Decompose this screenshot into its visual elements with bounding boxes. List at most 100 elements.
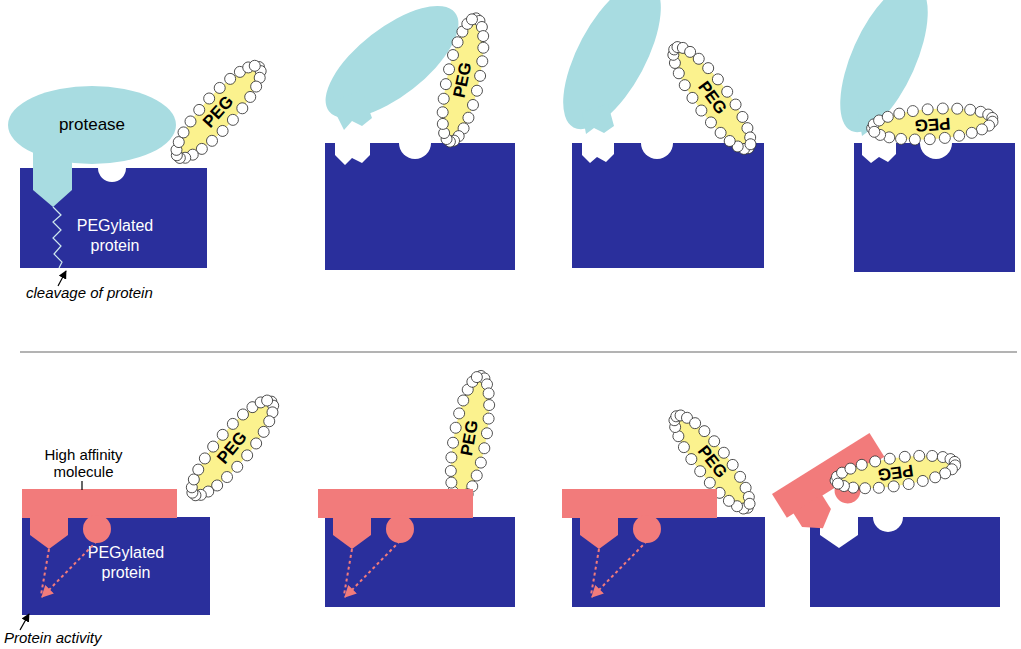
hydration-bead bbox=[831, 477, 843, 489]
protein-label: PEGylated protein bbox=[70, 216, 160, 256]
protease-tooth bbox=[33, 150, 72, 207]
hydration-bead bbox=[465, 13, 478, 26]
hydration-bead bbox=[474, 69, 487, 82]
hydration-bead bbox=[908, 134, 920, 146]
peg-core bbox=[664, 407, 759, 517]
binding-pocket bbox=[641, 127, 673, 159]
protein-label: PEGylated protein bbox=[80, 543, 172, 583]
binding-pocket bbox=[98, 168, 126, 182]
peg-chain: PEG bbox=[653, 29, 771, 168]
hydration-bead bbox=[712, 485, 727, 500]
hydration-bead bbox=[466, 98, 479, 111]
hydration-bead bbox=[701, 60, 716, 75]
hydration-bead bbox=[881, 111, 893, 123]
hydration-bead bbox=[477, 30, 490, 43]
hydration-bead bbox=[921, 103, 933, 115]
hydration-bead bbox=[470, 84, 483, 97]
pegylated-protein: PEGylated protein bbox=[20, 168, 207, 268]
activity-path bbox=[42, 541, 97, 597]
hydration-bead bbox=[938, 132, 950, 144]
bound-ligand bbox=[22, 489, 177, 597]
ligand-body bbox=[562, 489, 717, 518]
activity-path bbox=[592, 541, 647, 597]
hydration-bead bbox=[483, 399, 496, 412]
peg-core bbox=[434, 15, 491, 145]
hydration-bead bbox=[445, 476, 458, 489]
hydration-bead bbox=[437, 92, 450, 105]
peg-core bbox=[663, 38, 762, 157]
hydration-bead bbox=[728, 97, 743, 112]
hydration-bead bbox=[895, 133, 907, 145]
peg-chain: PEG bbox=[426, 7, 500, 154]
hydration-bead bbox=[453, 407, 466, 420]
enzyme-label: protease bbox=[59, 115, 125, 135]
hydration-bead bbox=[713, 125, 728, 140]
peg-core bbox=[181, 391, 283, 504]
hydration-bead bbox=[457, 394, 470, 407]
hydration-bead bbox=[470, 371, 483, 384]
ligand-tooth bbox=[30, 517, 68, 549]
ligand-knob bbox=[633, 515, 661, 543]
protease-shape bbox=[8, 86, 176, 164]
peg-chain: PEG bbox=[655, 397, 770, 527]
callout-label: cleavage of protein bbox=[26, 284, 206, 301]
cleaved-notch bbox=[862, 143, 896, 163]
protease-shape bbox=[543, 0, 680, 143]
hydration-bead bbox=[477, 41, 490, 54]
hydration-bead bbox=[481, 427, 494, 440]
hydration-bead bbox=[868, 126, 880, 138]
hydration-bead bbox=[697, 423, 712, 438]
protein-body bbox=[854, 143, 1015, 272]
peg-chain: PEG bbox=[156, 46, 281, 177]
hydration-bead bbox=[913, 450, 925, 462]
bound-ligand bbox=[318, 489, 473, 597]
peg-chain: PEG bbox=[435, 365, 505, 511]
hydration-bead bbox=[474, 456, 487, 469]
hydration-bead bbox=[246, 58, 262, 74]
hydration-bead bbox=[446, 49, 459, 62]
protease-enzyme: protease bbox=[8, 86, 176, 164]
protein-body bbox=[325, 517, 515, 607]
hydration-bead bbox=[182, 114, 198, 130]
ligand-tooth bbox=[580, 517, 618, 549]
protease-tooth bbox=[582, 104, 614, 134]
hydration-bead bbox=[951, 103, 963, 115]
binding-pocket bbox=[399, 127, 431, 159]
protease-tooth bbox=[330, 90, 372, 130]
protein-body bbox=[20, 168, 207, 268]
ligand-knob bbox=[386, 515, 414, 543]
hydration-bead bbox=[964, 104, 976, 116]
protein-body bbox=[22, 517, 210, 615]
hydration-bead bbox=[476, 55, 489, 68]
ligand-tooth bbox=[333, 517, 371, 549]
activity-path bbox=[344, 549, 352, 595]
hydration-bead bbox=[482, 412, 495, 425]
peg-label: PEG bbox=[913, 113, 950, 135]
hydration-bead bbox=[482, 387, 495, 400]
hydration-bead bbox=[197, 451, 212, 466]
hydration-bead bbox=[742, 496, 757, 511]
peg-chain: PEG bbox=[171, 382, 293, 515]
hydration-bead bbox=[923, 133, 935, 145]
bound-ligand bbox=[562, 489, 717, 597]
peg-core bbox=[833, 450, 957, 495]
leader-arrow bbox=[58, 271, 66, 286]
ligand-tooth bbox=[793, 495, 837, 538]
hydration-bead bbox=[436, 106, 449, 119]
hydration-bead bbox=[677, 77, 692, 92]
detached-ligand bbox=[772, 433, 899, 541]
empty-pocket bbox=[873, 502, 903, 532]
hydration-bead bbox=[916, 475, 928, 487]
leader-line bbox=[81, 481, 82, 490]
hydration-bead bbox=[436, 117, 449, 130]
hydration-bead bbox=[703, 115, 718, 130]
hydration-bead bbox=[445, 451, 458, 464]
hydration-bead bbox=[242, 89, 258, 105]
hydration-bead bbox=[844, 462, 856, 474]
protein-body bbox=[810, 517, 1000, 607]
peg-core bbox=[166, 56, 271, 167]
peg-core bbox=[443, 373, 496, 503]
hydration-bead bbox=[255, 424, 270, 439]
